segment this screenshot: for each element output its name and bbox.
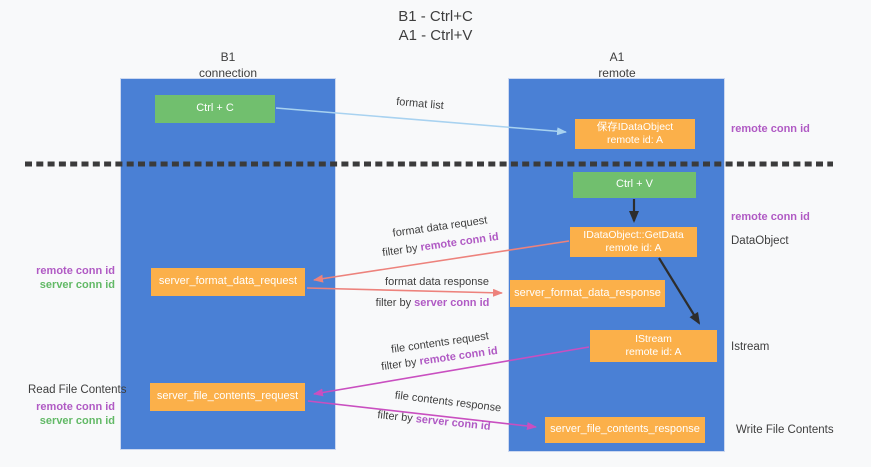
server-file-contents-request-box: server_file_contents_request: [150, 383, 305, 411]
save-idataobject-box: 保存IDataObject remote id: A: [575, 119, 695, 149]
save-idataobject-line1: 保存IDataObject: [596, 120, 674, 133]
filter-prefix-4: filter by: [376, 409, 417, 426]
remote-conn-id-label-mid: remote conn id: [731, 211, 810, 223]
server-conn-id-left-1: server conn id: [39, 278, 115, 291]
server-format-data-request-box: server_format_data_request: [151, 268, 305, 296]
left-conn-id-block-2: remote conn id server conn id: [18, 401, 115, 429]
save-idataobject-line2: remote id: A: [606, 134, 664, 146]
filter-prefix-3: filter by: [380, 355, 421, 374]
filter-prefix-2: filter by: [375, 297, 415, 309]
format-list-label: format list: [395, 95, 445, 113]
diagram-title: B1 - Ctrl+C A1 - Ctrl+V: [0, 7, 871, 45]
remote-conn-id-left-1: remote conn id: [36, 265, 115, 277]
server-file-contents-response-label: server_file_contents_response: [550, 423, 700, 436]
ctrl-c-label: Ctrl + C: [196, 102, 234, 115]
istream-side-label: Istream: [731, 341, 770, 353]
istream-line2: remote id: A: [625, 346, 682, 358]
read-file-contents-label: Read File Contents: [28, 384, 127, 396]
server-format-data-request-label: server_format_data_request: [158, 275, 298, 288]
right-column-name: A1: [609, 50, 625, 64]
write-file-contents-label: Write File Contents: [736, 424, 834, 436]
left-column-header: B1 connection: [148, 50, 308, 81]
left-conn-id-block-1: remote conn id server conn id: [18, 265, 115, 293]
istream-box: IStream remote id: A: [590, 330, 717, 362]
format-data-response-arrow: [306, 287, 503, 297]
server-conn-id-left-2: server conn id: [39, 414, 115, 427]
istream-line1: IStream: [635, 332, 672, 345]
ctrl-v-label: Ctrl + V: [616, 178, 653, 191]
server-file-contents-response-box: server_file_contents_response: [545, 417, 705, 443]
filter-highlight-1: remote conn id: [419, 230, 500, 254]
remote-conn-id-left-2: remote conn id: [36, 401, 115, 413]
left-column-subtitle: connection: [198, 65, 258, 80]
getdata-line2: remote id: A: [605, 242, 662, 254]
right-column-subtitle: remote: [598, 65, 636, 80]
format-data-response-label: format data response: [385, 276, 489, 288]
server-format-data-response-label: server_format_data_response: [514, 286, 661, 299]
ctrl-c-box: Ctrl + C: [155, 95, 275, 123]
dataobject-label: DataObject: [731, 235, 789, 247]
title-line-2: A1 - Ctrl+V: [398, 27, 473, 45]
right-column-header: A1 remote: [537, 50, 697, 81]
filter-by-server-conn-id-label-1: filter by server conn id: [360, 297, 505, 309]
filter-highlight-4: server conn id: [415, 413, 492, 433]
title-line-1: B1 - Ctrl+C: [398, 8, 473, 25]
server-file-contents-request-label: server_file_contents_request: [156, 390, 299, 403]
filter-highlight-2: server conn id: [414, 297, 490, 309]
left-column-name: B1: [220, 50, 236, 64]
remote-conn-id-label-top: remote conn id: [731, 123, 810, 135]
filter-prefix-1: filter by: [381, 241, 422, 260]
idataobject-getdata-box: IDataObject::GetData remote id: A: [570, 227, 697, 257]
server-format-data-response-box: server_format_data_response: [510, 280, 665, 307]
ctrl-v-box: Ctrl + V: [573, 172, 696, 198]
getdata-line1: IDataObject::GetData: [583, 228, 684, 241]
